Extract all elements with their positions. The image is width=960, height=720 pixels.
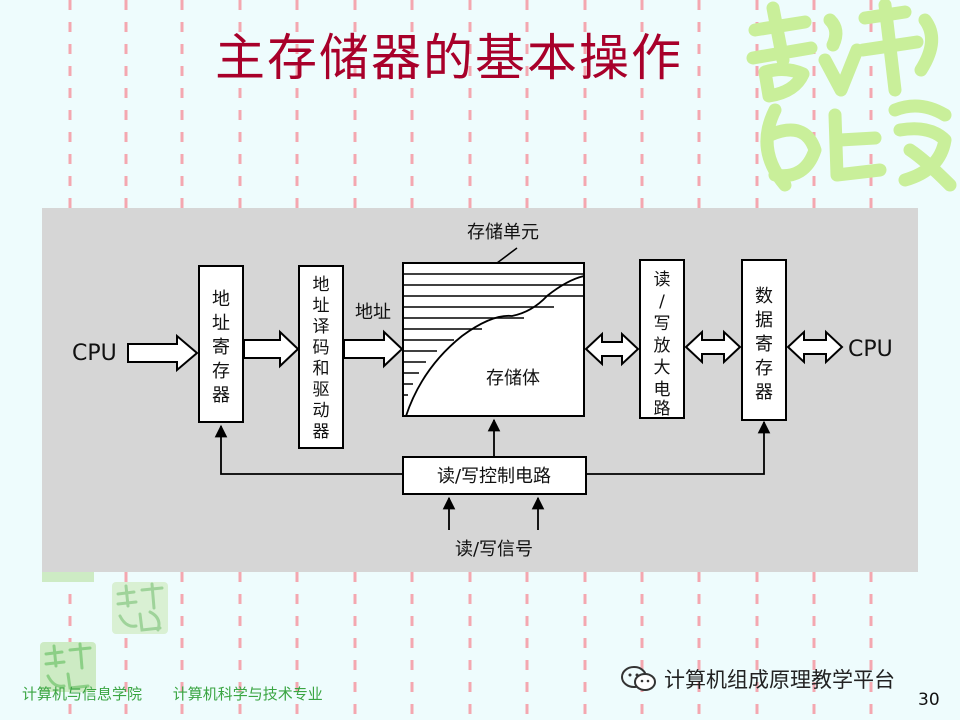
address-register-char: 地 bbox=[212, 289, 230, 310]
footer-major: 计算机科学与技术专业 bbox=[172, 685, 323, 703]
cpu-right-label: CPU bbox=[848, 337, 893, 362]
control-lines bbox=[214, 418, 771, 530]
register-to-decoder-arrow bbox=[243, 329, 300, 369]
rw-amplifier-box bbox=[639, 259, 685, 419]
decoder-to-storage-arrow bbox=[343, 329, 404, 369]
data-register-char: 器 bbox=[755, 382, 773, 403]
address-register-char: 存 bbox=[212, 361, 230, 382]
rw-amplifier-char: 放 bbox=[654, 336, 671, 356]
seal-decoration-middle bbox=[112, 582, 168, 634]
rw-amplifier-char: 电 bbox=[654, 380, 671, 400]
data-register-char: 寄 bbox=[755, 334, 773, 355]
wechat-watermark: 计算机组成原理教学平台 bbox=[620, 664, 895, 694]
rw-amplifier-char: 读 bbox=[654, 270, 671, 290]
calligraphy-decoration bbox=[746, 0, 957, 192]
decoder-driver-char: 和 bbox=[313, 359, 330, 379]
address-label: 地址 bbox=[355, 302, 391, 323]
rw-amplifier-char: / bbox=[659, 292, 665, 312]
rw-amplifier-char: 写 bbox=[654, 314, 671, 334]
data-register-box bbox=[741, 259, 787, 421]
footer-left: 计算机与信息学院 计算机科学与技术专业 bbox=[22, 683, 349, 704]
data-register-char: 据 bbox=[755, 310, 773, 331]
data-register-char: 存 bbox=[755, 358, 773, 379]
seal-decoration-top bbox=[42, 572, 94, 582]
wechat-account-name: 计算机组成原理教学平台 bbox=[664, 668, 895, 692]
storage-cell-lines bbox=[403, 273, 584, 396]
slide-title: 主存储器的基本操作 bbox=[215, 29, 683, 87]
memory-operation-diagram: CPU 地 址 寄 存 器 地 址 译 码 和 驱 动 器 地址 bbox=[42, 208, 918, 572]
seal-decoration-bottom bbox=[40, 642, 96, 692]
address-register-box bbox=[198, 265, 244, 423]
rw-signal-label: 读/写信号 bbox=[455, 539, 533, 560]
rw-amplifier-char: 路 bbox=[654, 399, 671, 419]
decoder-driver-char: 驱 bbox=[313, 380, 330, 400]
storage-amplifier-double-arrow bbox=[584, 331, 640, 367]
decoder-driver-char: 译 bbox=[313, 317, 330, 337]
address-register-char: 器 bbox=[212, 385, 230, 406]
storage-body-label: 存储体 bbox=[486, 368, 540, 389]
register-cpu-double-arrow bbox=[786, 329, 844, 365]
storage-unit-label: 存储单元 bbox=[467, 222, 539, 243]
decoder-driver-char: 地 bbox=[313, 275, 330, 295]
footer-college: 计算机与信息学院 bbox=[22, 685, 143, 703]
decoder-driver-char: 器 bbox=[313, 422, 330, 442]
storage-curve bbox=[405, 275, 585, 417]
decoder-driver-char: 码 bbox=[313, 338, 330, 358]
decoder-driver-char: 动 bbox=[313, 401, 330, 421]
cpu-left-label: CPU bbox=[72, 341, 117, 366]
diagram-canvas: CPU 地 址 寄 存 器 地 址 译 码 和 驱 动 器 地址 bbox=[72, 222, 893, 560]
decoder-driver-char: 址 bbox=[313, 296, 330, 316]
address-register-char: 寄 bbox=[212, 337, 230, 358]
address-register-char: 址 bbox=[212, 313, 230, 334]
cpu-to-address-register-arrow bbox=[127, 333, 199, 373]
data-register-char: 数 bbox=[755, 286, 773, 307]
rw-amplifier-char: 大 bbox=[654, 358, 671, 378]
wechat-icon bbox=[621, 666, 656, 691]
page-number: 30 bbox=[918, 690, 940, 710]
rw-control-box bbox=[402, 456, 587, 495]
rw-control-label: 读/写控制电路 bbox=[437, 466, 551, 487]
amplifier-register-double-arrow bbox=[684, 329, 742, 365]
